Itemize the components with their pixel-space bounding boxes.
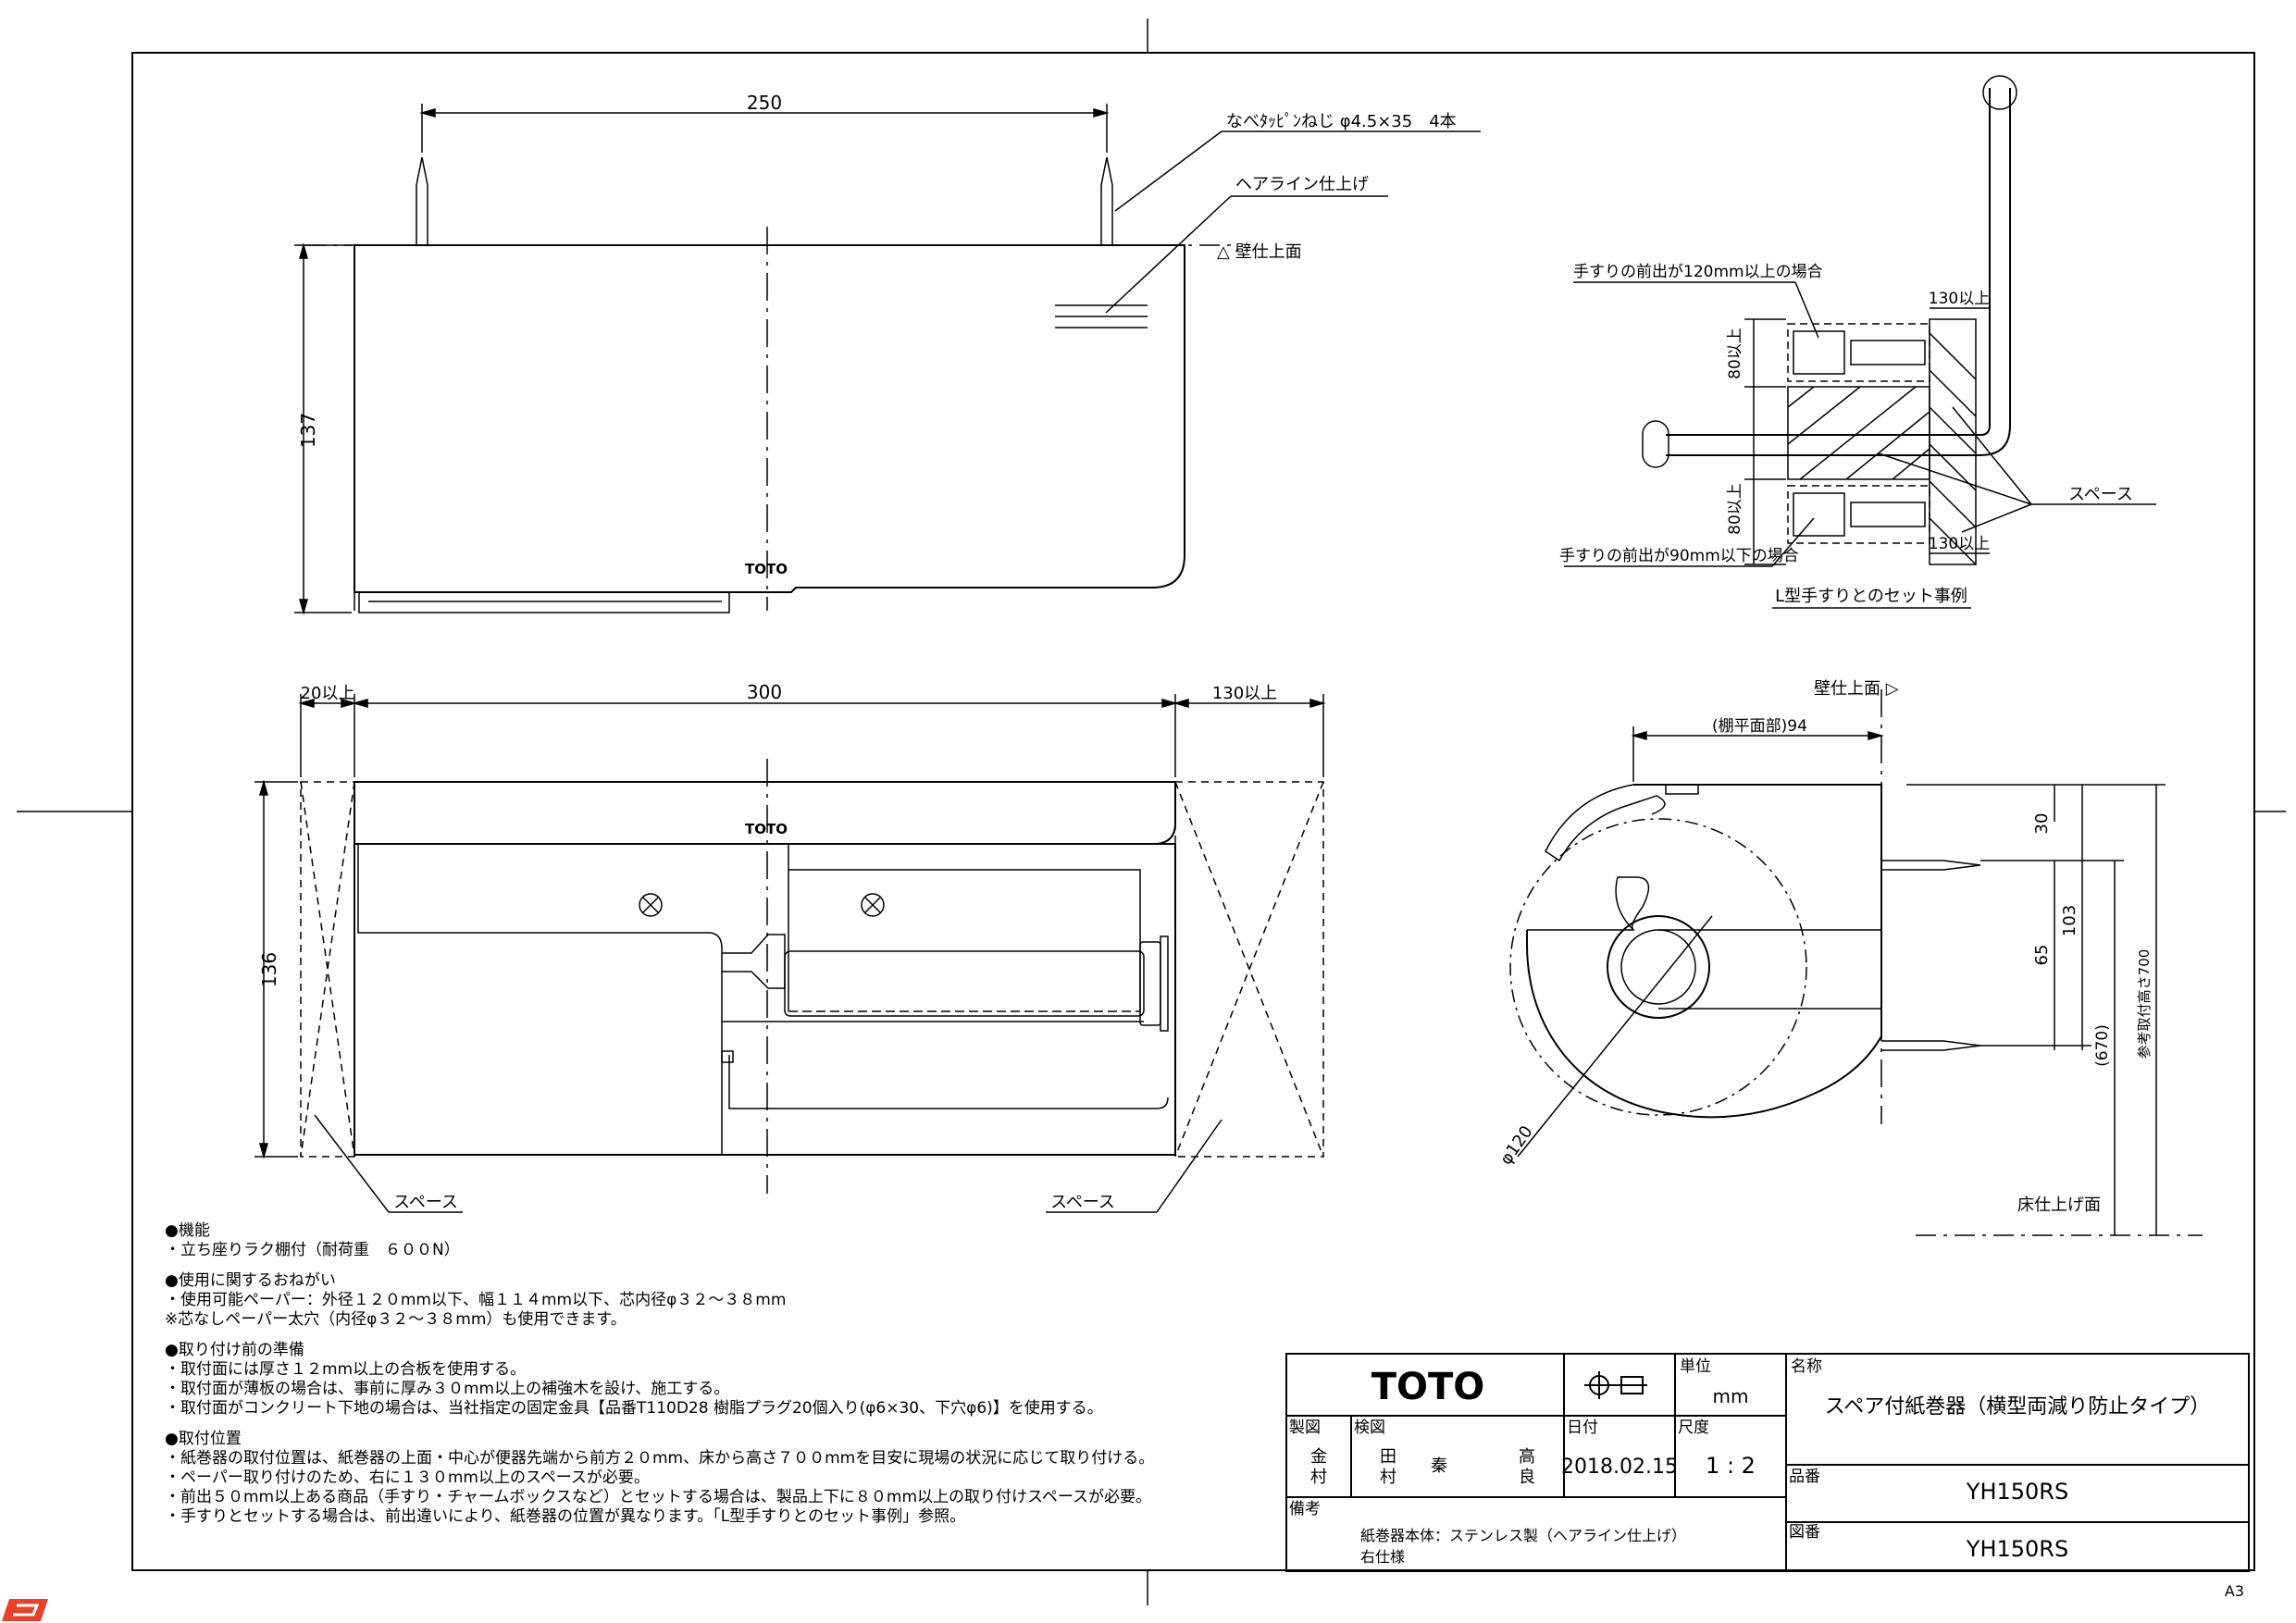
dim-300-label: 300 xyxy=(747,681,782,703)
top-view xyxy=(294,104,1481,615)
position-3: ・前出５０mm以上ある商品（手すり・チャームボックスなど）とセットする場合は、製… xyxy=(165,1488,1152,1506)
toto-logo-top: TOTO xyxy=(745,561,788,577)
prep-title: ●取り付け前の準備 xyxy=(165,1341,304,1359)
floor-face-label: 床仕上げ面 xyxy=(2017,1196,2101,1215)
title-block xyxy=(1285,1353,2250,1572)
part-number: YH150RS xyxy=(1966,1479,2068,1505)
dim-130-top-label: 130以上 xyxy=(1929,290,1990,308)
corner-logo-icon xyxy=(2,1599,48,1621)
part-label: 品番 xyxy=(1789,1468,1820,1486)
side-view xyxy=(1509,689,2203,1236)
position-2: ・ペーパー取り付けのため、右に１３０mm以上のスペースが必要。 xyxy=(165,1468,650,1487)
drawing-number: YH150RS xyxy=(1966,1536,2068,1562)
feature-1: ・立ち座りラク棚付（耐荷重 ６００N） xyxy=(165,1241,460,1259)
position-4: ・手すりとセットする場合は、前出違いにより、紙巻器の位置が異なります。「L型手す… xyxy=(165,1507,966,1526)
handrail-caption: L型手すりとのセット事例 xyxy=(1775,587,1967,606)
checked-label: 検図 xyxy=(1354,1419,1385,1437)
checked-3: 秦 xyxy=(1431,1456,1447,1476)
handrail-example xyxy=(1564,75,2156,609)
checked-2: 村 xyxy=(1380,1468,1396,1487)
drawing-number-label: 図番 xyxy=(1789,1523,1820,1542)
unit-value: mm xyxy=(1713,1385,1749,1407)
space-label-left: スペース xyxy=(393,1193,458,1212)
date-label: 日付 xyxy=(1567,1419,1598,1437)
prep-2: ・取付面が薄板の場合は、事前に厚み３０mm以上の補強木を設け、施工する。 xyxy=(165,1380,730,1398)
usage-1: ・使用可能ペーパー：外径１２０mm以下、幅１１４mm以下、芯内径φ３２～３８mm xyxy=(165,1291,787,1309)
dim-250-label: 250 xyxy=(747,92,782,114)
prep-1: ・取付面には厚さ１２mm以上の合板を使用する。 xyxy=(165,1360,527,1379)
usage-2: ※芯なしペーパー太穴（内径φ３２～３８mm）も使用できます。 xyxy=(165,1310,627,1329)
position-1: ・紙巻器の取付位置は、紙巻器の上面・中心が便器先端から前方２０mm、床から高さ７… xyxy=(165,1449,1155,1468)
dim-670-label: (670) xyxy=(2093,1024,2112,1067)
space-label-right: スペース xyxy=(1050,1193,1115,1212)
product-name: スペア付紙巻器（横型両減り防止タイプ） xyxy=(1825,1395,2210,1419)
dim-700-label: 参考取付高さ700 xyxy=(2136,949,2153,1059)
toto-logo-front: TOTO xyxy=(745,821,788,837)
date-value: 2018.02.15 xyxy=(1561,1456,1678,1479)
prep-3: ・取付面がコンクリート下地の場合は、当社指定の固定金具【品番T110D28 樹脂… xyxy=(165,1399,1103,1418)
sheet-frame xyxy=(17,19,2286,1605)
remarks-1: 紙巻器本体：ステンレス製（ヘアライン仕上げ） xyxy=(1360,1527,1686,1544)
dim-65-label: 65 xyxy=(2032,945,2052,966)
dim-94-label: (棚平面部)94 xyxy=(1712,717,1807,736)
note-handrail-120: 手すりの前出が120mm以上の場合 xyxy=(1573,263,1823,281)
toto-brand: TOTO xyxy=(1371,1366,1485,1408)
dim-103-label: 103 xyxy=(2060,905,2079,936)
unit-label: 単位 xyxy=(1680,1357,1711,1376)
feature-title: ●機能 xyxy=(165,1221,210,1240)
dim-80-top-label: 80以上 xyxy=(1726,328,1744,379)
sheet-size: A3 xyxy=(2225,1582,2244,1600)
name-label: 名称 xyxy=(1791,1357,1822,1376)
space-label-handrail: スペース xyxy=(2068,485,2133,504)
position-title: ●取付位置 xyxy=(165,1430,242,1448)
front-view xyxy=(254,694,1326,1213)
scale-value: 1 : 2 xyxy=(1706,1453,1756,1479)
dim-137-label: 137 xyxy=(297,413,319,448)
dim-phi120-label: φ120 xyxy=(1496,1122,1537,1169)
checked-1: 田 xyxy=(1380,1447,1396,1467)
checked-5: 良 xyxy=(1519,1468,1535,1487)
dim-80-bottom-label: 80以上 xyxy=(1726,483,1744,535)
wall-face-label-top: △ 壁仕上面 xyxy=(1217,242,1302,262)
usage-title: ●使用に関するおねがい xyxy=(165,1271,336,1290)
scale-label: 尺度 xyxy=(1678,1419,1709,1437)
drawn-by-1: 金 xyxy=(1310,1447,1327,1467)
dim-30-label: 30 xyxy=(2032,813,2052,835)
wall-face-label-side: 壁仕上面 ▷ xyxy=(1814,679,1899,699)
checked-4: 高 xyxy=(1519,1447,1535,1467)
remarks-label: 備考 xyxy=(1289,1500,1321,1518)
screw-note: なべﾀｯﾋﾟﾝねじ φ4.5×35 4本 xyxy=(1226,112,1457,131)
dim-130-label: 130以上 xyxy=(1212,684,1277,703)
dim-20-label: 20以上 xyxy=(301,684,355,703)
dim-136-label: 136 xyxy=(258,952,280,987)
drawn-label: 製図 xyxy=(1289,1419,1321,1437)
drawn-by-2: 村 xyxy=(1310,1468,1327,1487)
remarks-2: 右仕様 xyxy=(1360,1548,1405,1566)
note-handrail-90: 手すりの前出が90mm以下の場合 xyxy=(1559,547,1799,565)
hairline-note: ヘアライン仕上げ xyxy=(1235,175,1369,194)
dim-130-bottom-label: 130以上 xyxy=(1929,535,1990,553)
notes-section: ●機能 ・立ち座りラク棚付（耐荷重 ６００N） ●使用に関するおねがい ・使用可… xyxy=(165,1221,1257,1527)
